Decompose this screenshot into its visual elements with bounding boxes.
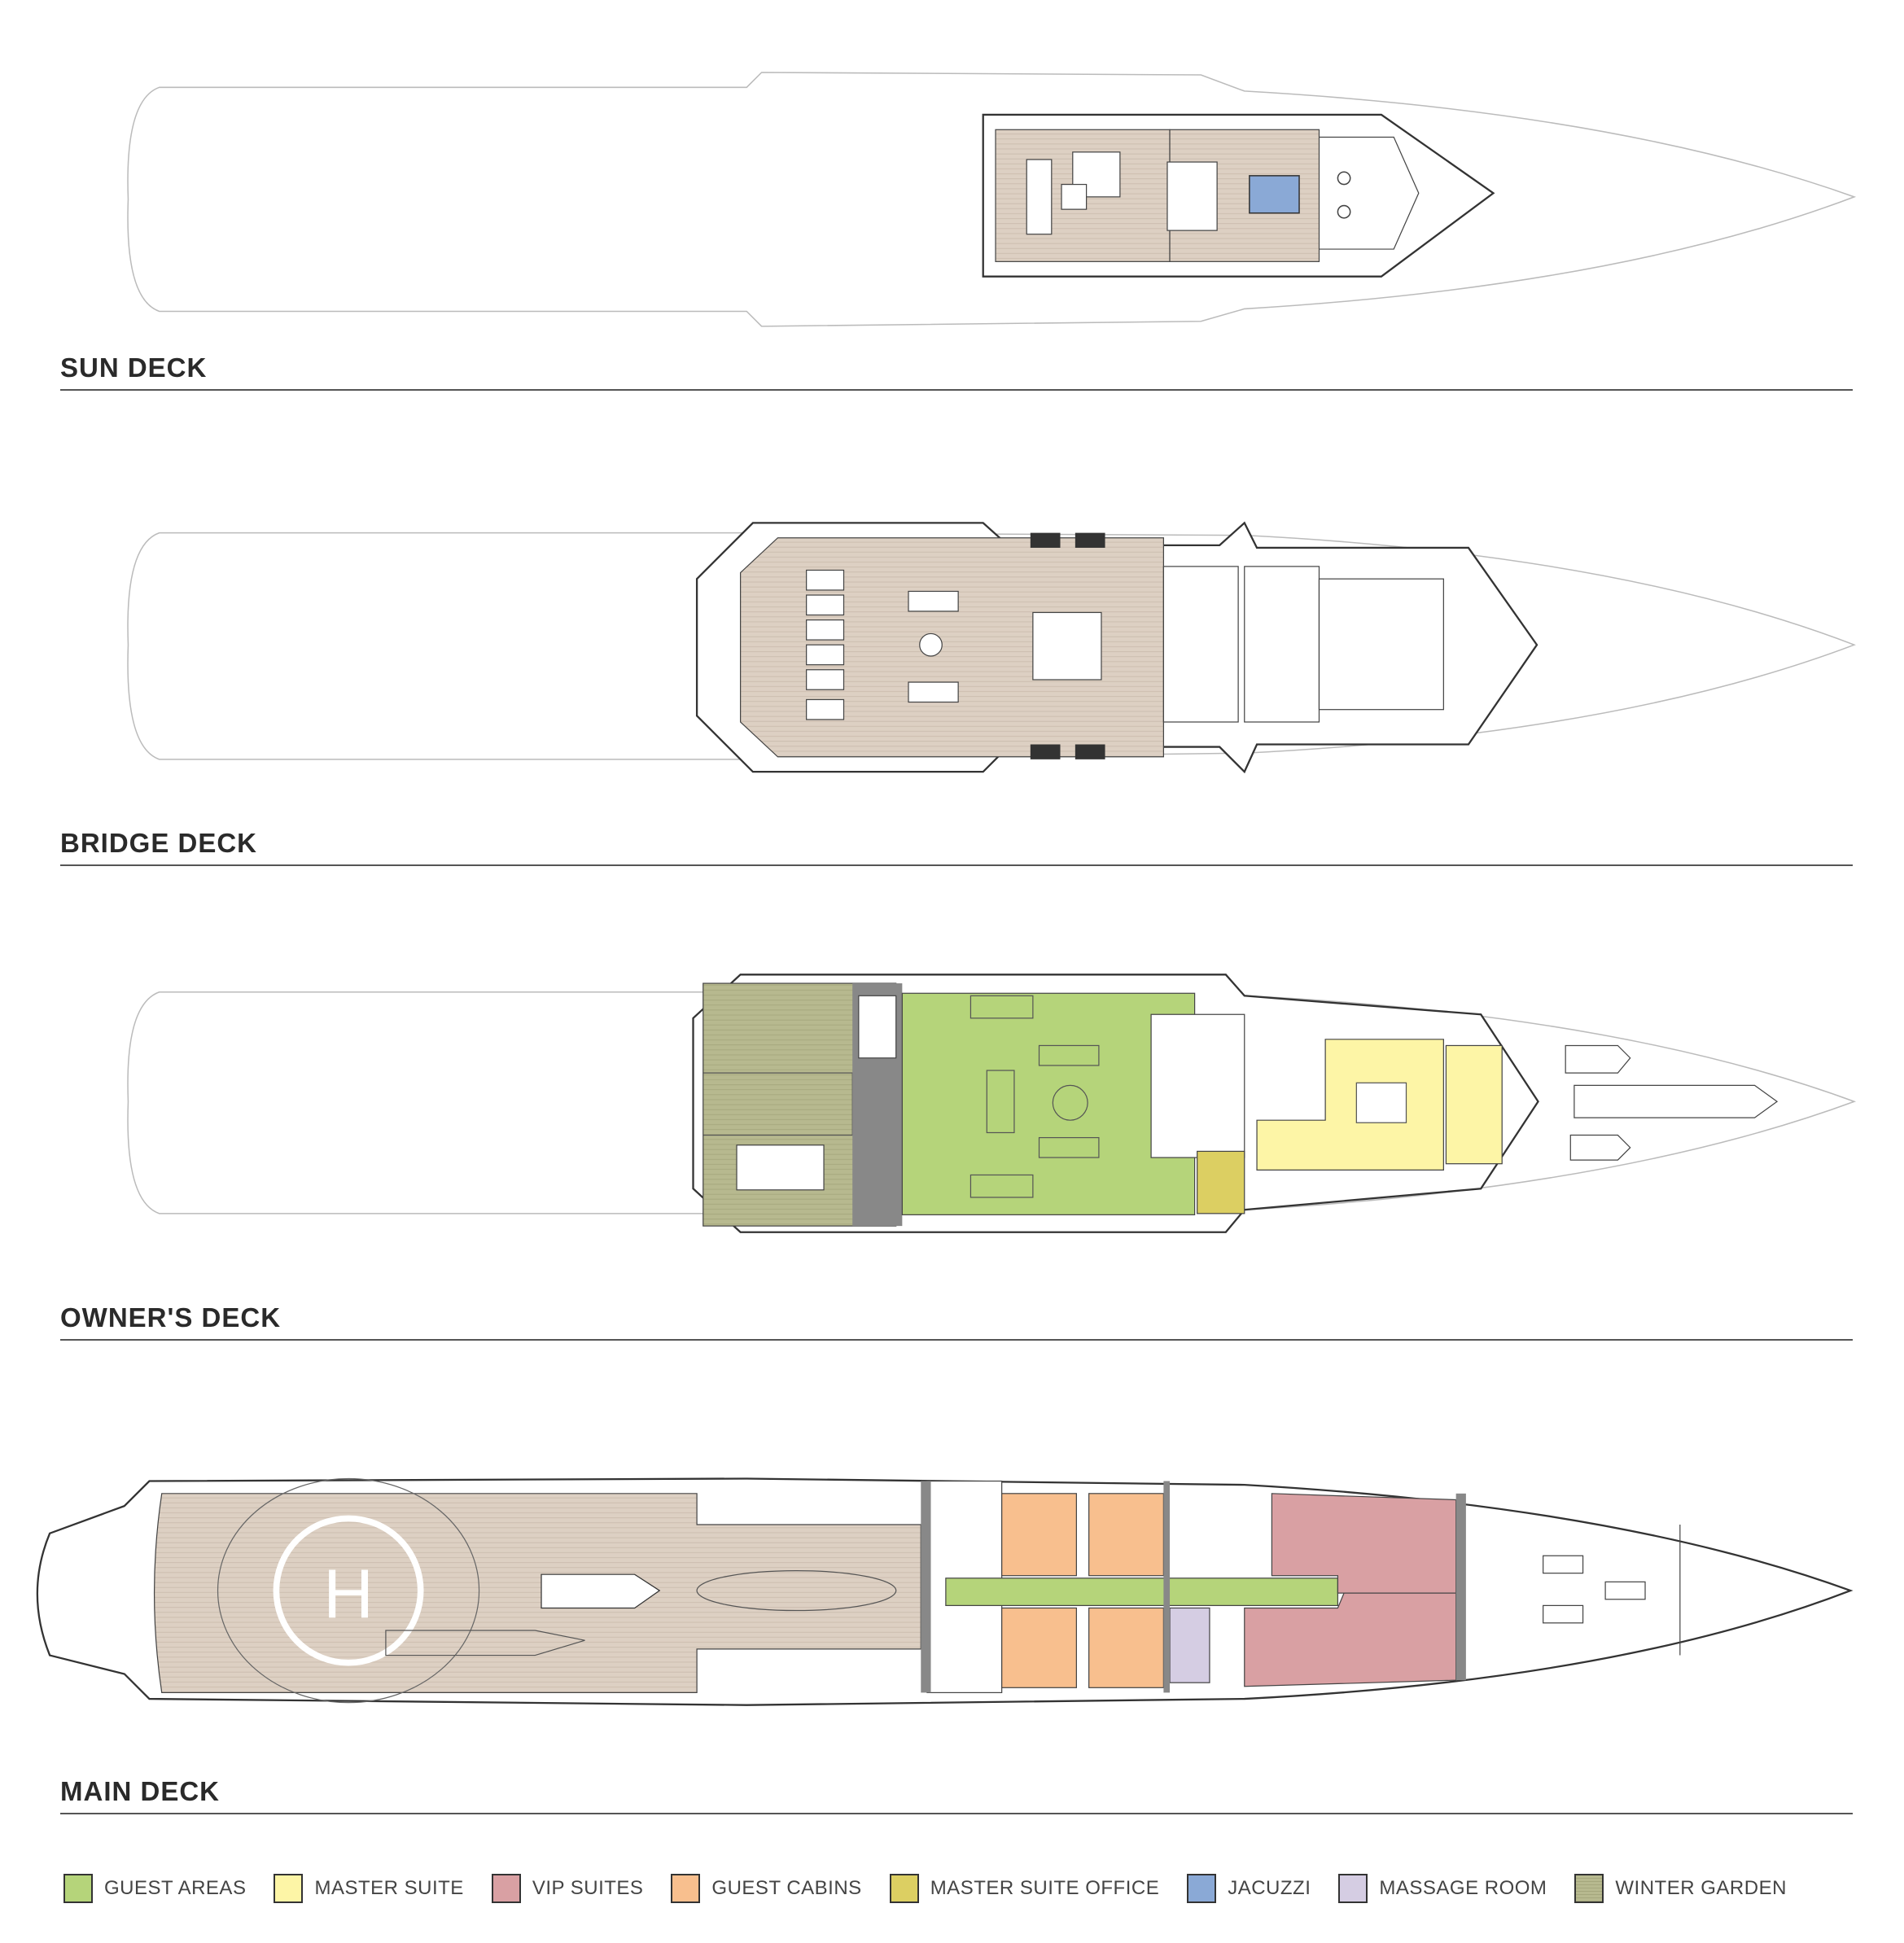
legend-item-master-suite: MASTER SUITE: [274, 1874, 463, 1903]
deck-title-bridge: BRIDGE DECK: [60, 828, 258, 858]
swatch: [1187, 1874, 1217, 1903]
legend-label: VIP SUITES: [532, 1877, 644, 1899]
helipad-circle: [273, 1515, 424, 1666]
swatch: [671, 1874, 701, 1903]
legend-item-winter-garden: WINTER GARDEN: [1574, 1874, 1787, 1903]
massage-room: [1169, 1607, 1210, 1683]
main-deck-plan: H: [36, 1477, 1854, 1706]
guest-cabin: [1088, 1607, 1165, 1688]
swatch: [63, 1874, 93, 1903]
legend-item-guest-areas: GUEST AREAS: [63, 1874, 246, 1903]
legend: GUEST AREAS MASTER SUITE VIP SUITES GUES…: [63, 1874, 1814, 1903]
guest-corridor: [945, 1578, 1339, 1607]
jacuzzi: [1249, 175, 1300, 214]
guest-cabin: [1088, 1493, 1165, 1577]
deck-title-main: MAIN DECK: [60, 1776, 220, 1806]
owners-deck-plan: [127, 974, 1857, 1233]
deck-title-sun: SUN DECK: [60, 352, 208, 383]
swatch: [491, 1874, 521, 1903]
sun-deck-plan: [127, 72, 1857, 327]
divider: [60, 864, 1853, 866]
swatch: [1338, 1874, 1368, 1903]
bridge-deck-plan: [127, 521, 1856, 774]
guest-area-main-salon: [901, 992, 1196, 1215]
swatch: [274, 1874, 304, 1903]
divider: [60, 389, 1853, 391]
legend-label: WINTER GARDEN: [1615, 1877, 1787, 1899]
legend-item-master-suite-office: MASTER SUITE OFFICE: [889, 1874, 1160, 1903]
legend-item-vip-suites: VIP SUITES: [491, 1874, 644, 1903]
guest-cabin: [1001, 1607, 1077, 1688]
main-deck-aft-deck: [153, 1493, 921, 1694]
legend-label: JACUZZI: [1228, 1877, 1311, 1899]
legend-label: MASSAGE ROOM: [1379, 1877, 1547, 1899]
swatch: [1574, 1874, 1604, 1903]
legend-label: GUEST CABINS: [711, 1877, 862, 1899]
legend-item-jacuzzi: JACUZZI: [1187, 1874, 1311, 1903]
master-suite: [1256, 1039, 1444, 1171]
divider: [60, 1813, 1853, 1814]
legend-label: MASTER SUITE OFFICE: [930, 1877, 1160, 1899]
legend-label: MASTER SUITE: [314, 1877, 464, 1899]
legend-item-guest-cabins: GUEST CABINS: [671, 1874, 861, 1903]
divider: [60, 1339, 1853, 1341]
legend-label: GUEST AREAS: [104, 1877, 247, 1899]
master-suite-office: [1197, 1150, 1245, 1214]
swatch: [889, 1874, 919, 1903]
bridge-deck-aft-deck: [739, 537, 1165, 758]
legend-item-massage-room: MASSAGE ROOM: [1338, 1874, 1547, 1903]
deck-title-owners: OWNER'S DECK: [60, 1302, 282, 1333]
helipad-mark: H: [323, 1556, 374, 1634]
guest-cabin: [1001, 1493, 1077, 1577]
